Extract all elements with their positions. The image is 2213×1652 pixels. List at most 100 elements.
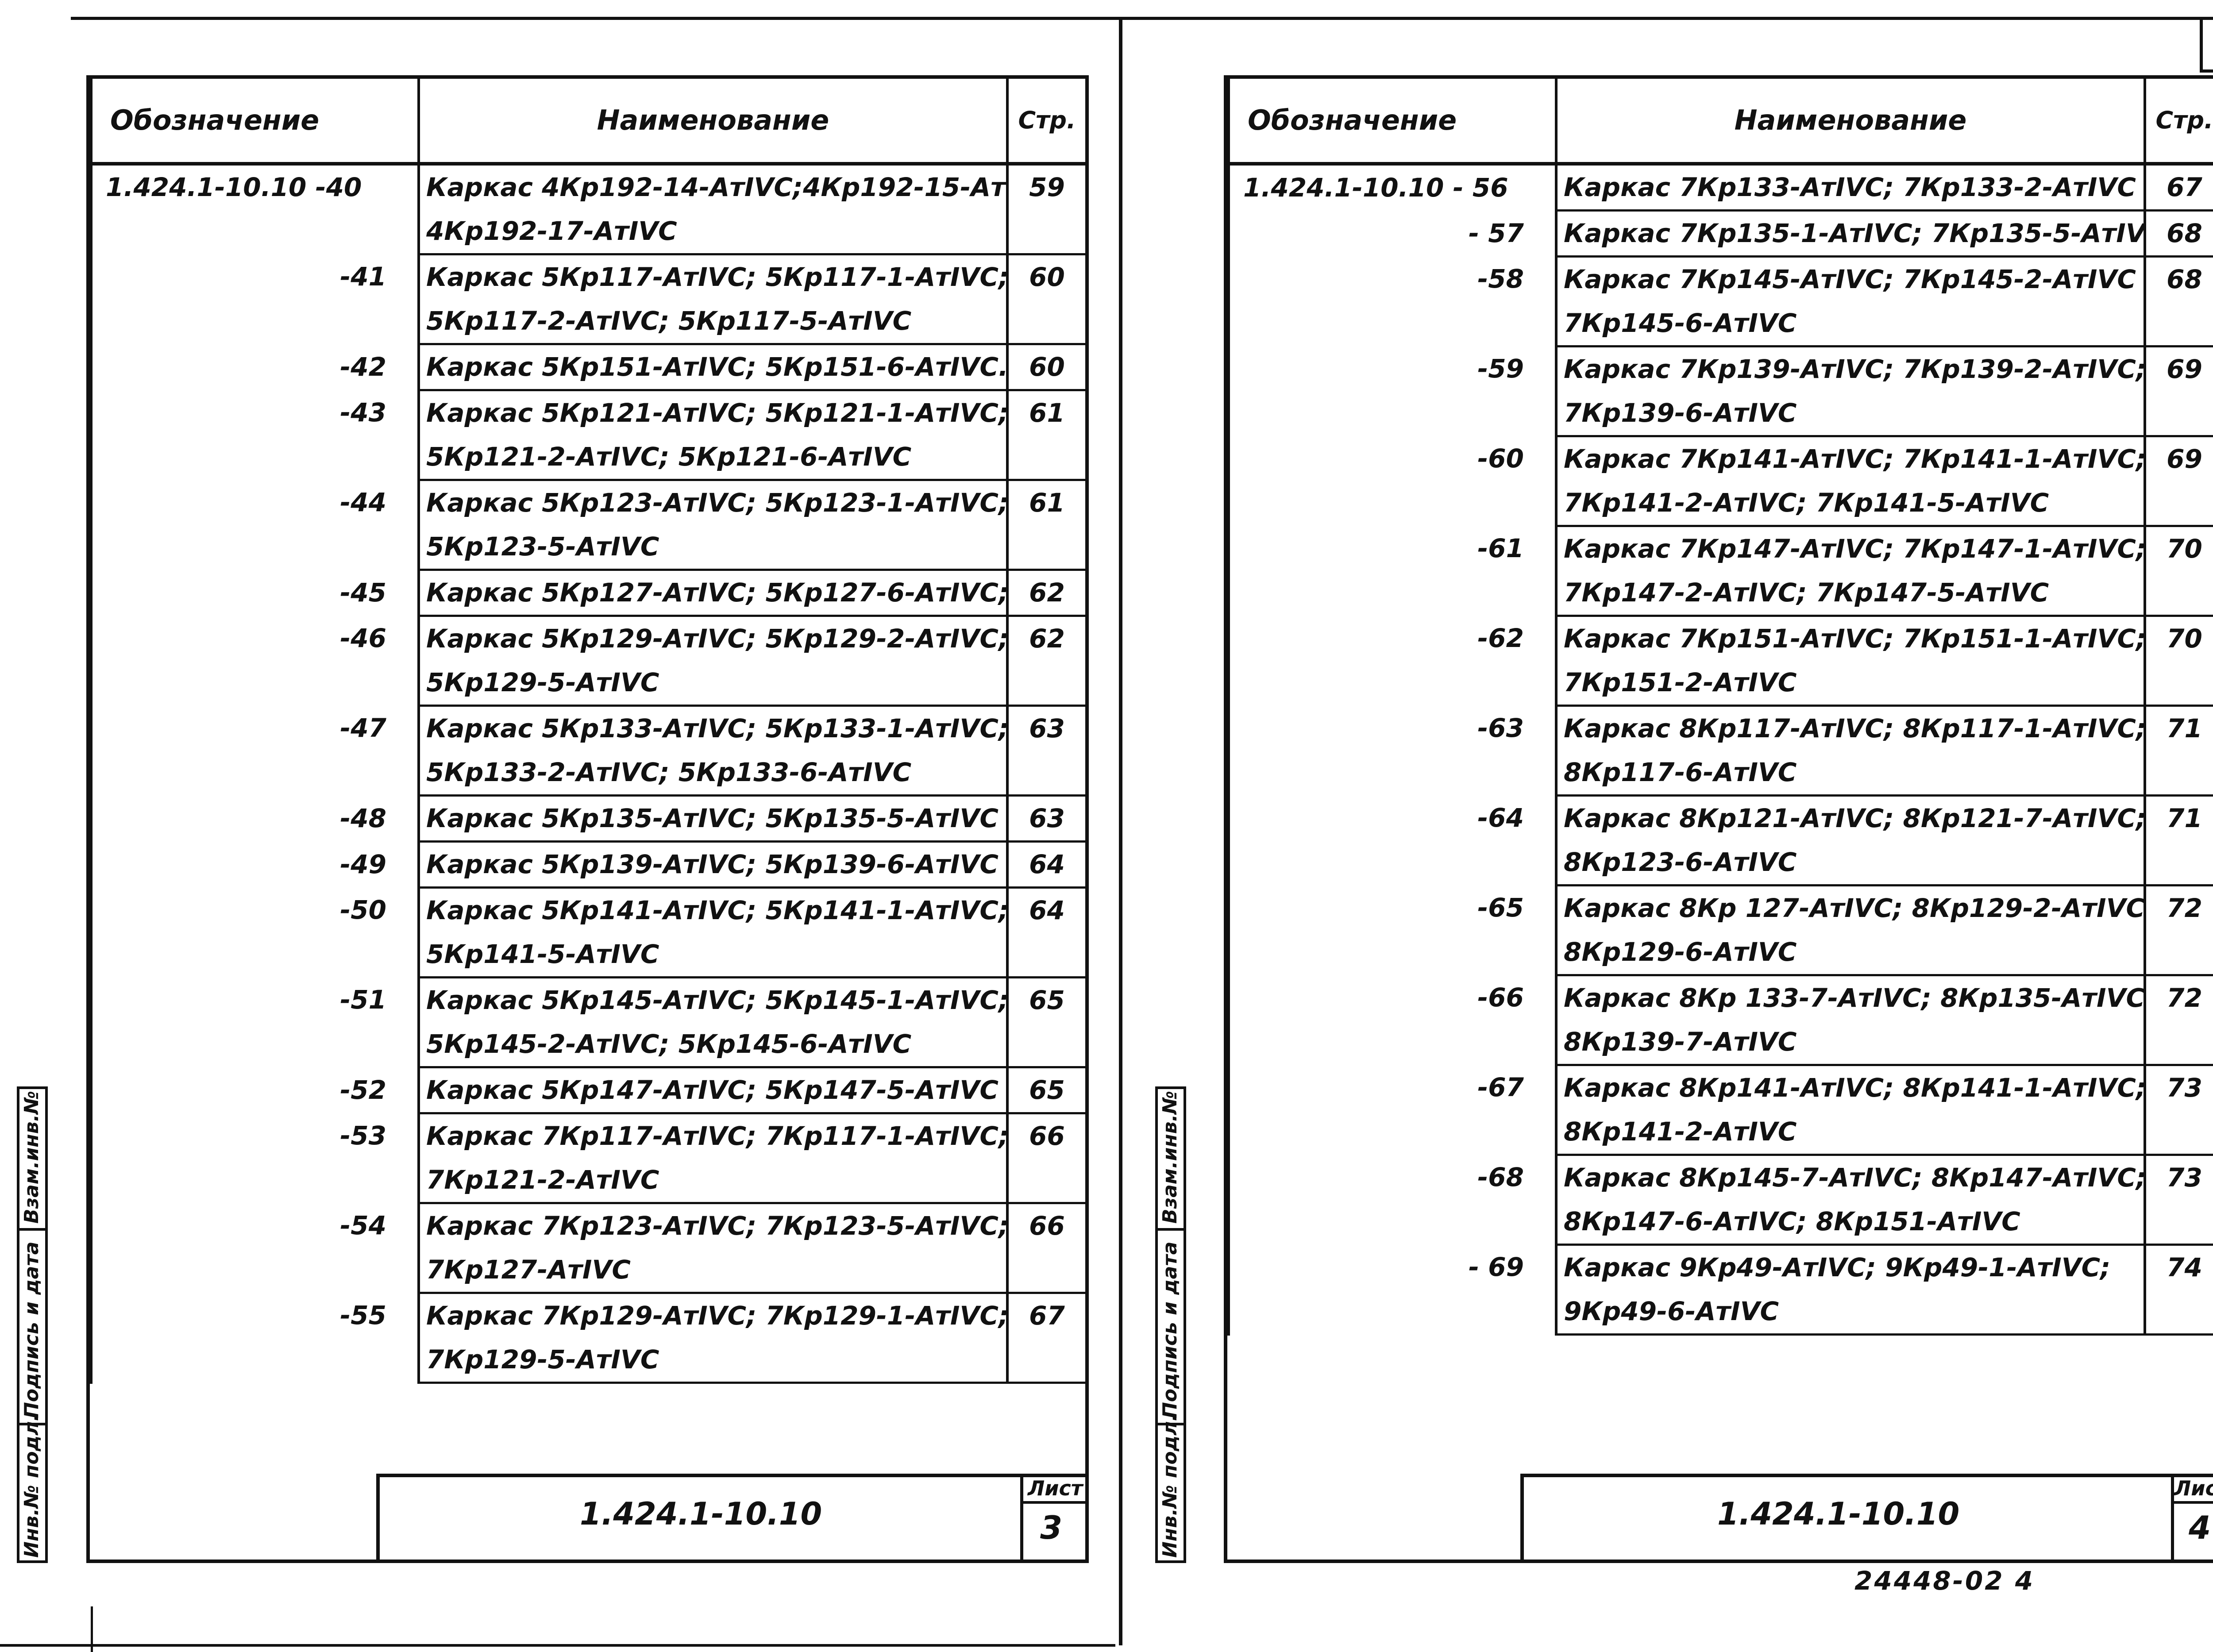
row-name: 8Кр123-6-АтIVС (1555, 840, 2146, 886)
row-name: Каркас 8Кр141-АтIVС; 8Кр141-1-АтIVС; (1555, 1065, 2146, 1110)
row-name: Каркас 8Кр 133-7-АтIVС; 8Кр135-АтIVС; (1555, 975, 2146, 1020)
row-code: -53 (90, 1113, 420, 1158)
row-code: -61 (1227, 526, 1558, 571)
row-page: 63 (1006, 795, 1088, 843)
table-row: 4Кр192-17-АтIVС (90, 209, 1088, 255)
row-code (90, 1158, 420, 1203)
row-code (1227, 661, 1558, 706)
row-name: Каркас 5Кр147-АтIVС; 5Кр147-5-АтIVС (417, 1067, 1009, 1114)
row-page (2144, 571, 2213, 617)
right-label-inv: Инв.№ подл. (1159, 1413, 1181, 1558)
header-code: Обозначение (90, 75, 420, 166)
row-code: -46 (90, 616, 420, 661)
row-name: Каркас 7Кр151-АтIVС; 7Кр151-1-АтIVС; (1555, 616, 2146, 661)
row-code (90, 435, 420, 480)
row-page: 64 (1006, 841, 1088, 889)
row-name: 7Кр139-6-АтIVС (1555, 391, 2146, 437)
row-code (90, 525, 420, 570)
row-code: -67 (1227, 1065, 1558, 1110)
row-code: -63 (1227, 705, 1558, 751)
row-name: Каркас 5Кр151-АтIVС; 5Кр151-6-АтIVС. (417, 344, 1009, 391)
row-code (90, 751, 420, 796)
row-page (1006, 1022, 1088, 1068)
row-name: Каркас 7Кр145-АтIVС; 7Кр145-2-АтIVС (1555, 256, 2146, 301)
table-row: 7Кр139-6-АтIVС (1227, 391, 2213, 437)
row-name: Каркас 8Кр 127-АтIVС; 8Кр129-2-АтIVС; (1555, 885, 2146, 930)
row-page: 73 (2144, 1155, 2213, 1200)
bottom-note: 24448-02 4 (1854, 1566, 2035, 1596)
row-page: 66 (1006, 1113, 1088, 1158)
row-name: Каркас 5Кр141-АтIVС; 5Кр141-1-АтIVС; (417, 887, 1009, 932)
row-page (2144, 481, 2213, 527)
row-page (1006, 1338, 1088, 1384)
row-name: 8Кр141-2-АтIVС (1555, 1110, 2146, 1156)
filler-cell (417, 1382, 1009, 1384)
right-stamp-divider (2171, 1474, 2174, 1563)
row-code: -41 (90, 254, 420, 299)
row-code: -44 (90, 480, 420, 525)
row-code (1227, 840, 1558, 886)
table-row: 8Кр129-6-АтIVС (1227, 930, 2213, 976)
table-row: 7Кр129-5-АтIVС (90, 1338, 1088, 1384)
row-name: 7Кр127-АтIVС (417, 1248, 1009, 1294)
row-name: 5Кр141-5-АтIVС (417, 932, 1009, 978)
table-row: 7Кр141-2-АтIVС; 7Кр141-5-АтIVС (1227, 481, 2213, 527)
row-code: -59 (1227, 346, 1558, 391)
right-label-sign: Подпись и дата (1159, 1241, 1181, 1418)
row-name: Каркас 8Кр117-АтIVС; 8Кр117-1-АтIVС; (1555, 705, 2146, 751)
row-name: 8Кр117-6-АтIVС (1555, 751, 2146, 797)
row-name: 7Кр141-2-АтIVС; 7Кр141-5-АтIVС (1555, 481, 2146, 527)
row-page (2144, 840, 2213, 886)
table-row: 5Кр121-2-АтIVС; 5Кр121-6-АтIVС (90, 435, 1088, 481)
table-row: 8Кр117-6-АтIVС (1227, 751, 2213, 797)
row-page: 59 (1006, 164, 1088, 209)
row-name: Каркас 5Кр145-АтIVС; 5Кр145-1-АтIVС; (417, 977, 1009, 1022)
row-page: 60 (1006, 344, 1088, 391)
row-code: -50 (90, 887, 420, 932)
row-page: 74 (2144, 1244, 2213, 1290)
row-code: -54 (90, 1203, 420, 1248)
row-page (1006, 299, 1088, 345)
left-label-sign: Подпись и дата (20, 1241, 43, 1418)
row-page (2144, 751, 2213, 797)
row-name: Каркас 5Кр127-АтIVС; 5Кр127-6-АтIVС; (417, 570, 1009, 617)
right-stamp-sheet-label: Лист (2174, 1476, 2213, 1500)
row-code: -52 (90, 1067, 420, 1113)
header-name: Наименование (1555, 75, 2146, 166)
row-page: 72 (2144, 885, 2213, 930)
row-code: -49 (90, 841, 420, 888)
row-page: 71 (2144, 795, 2213, 840)
row-page (2144, 301, 2213, 347)
row-code: -65 (1227, 885, 1558, 930)
corner-page-box (2200, 19, 2213, 73)
table-row: 7Кр147-2-АтIVС; 7Кр147-5-АтIVС (1227, 571, 2213, 617)
table-row: 5Кр123-5-АтIVС (90, 525, 1088, 571)
left-stamp-sheet-label: Лист (1028, 1476, 1083, 1500)
row-code: - 69 (1227, 1244, 1558, 1290)
row-code (90, 209, 420, 254)
row-name: 5Кр145-2-АтIVС; 5Кр145-6-АтIVС (417, 1022, 1009, 1068)
table-row: 7Кр127-АтIVС (90, 1248, 1088, 1294)
row-code: 1.424.1-10.10 - 56 (1227, 164, 1558, 211)
row-name: 7Кр145-6-АтIVС (1555, 301, 2146, 347)
row-name: Каркас 7Кр129-АтIVС; 7Кр129-1-АтIVС; (417, 1293, 1009, 1338)
left-spec-table: Обозначение Наименование Стр. 1.424.1-10… (90, 75, 1088, 1384)
row-page (1006, 525, 1088, 571)
table-row: 9Кр49-6-АтIVС (1227, 1290, 2213, 1336)
row-page (1006, 751, 1088, 797)
filler-cell (2144, 1334, 2213, 1336)
